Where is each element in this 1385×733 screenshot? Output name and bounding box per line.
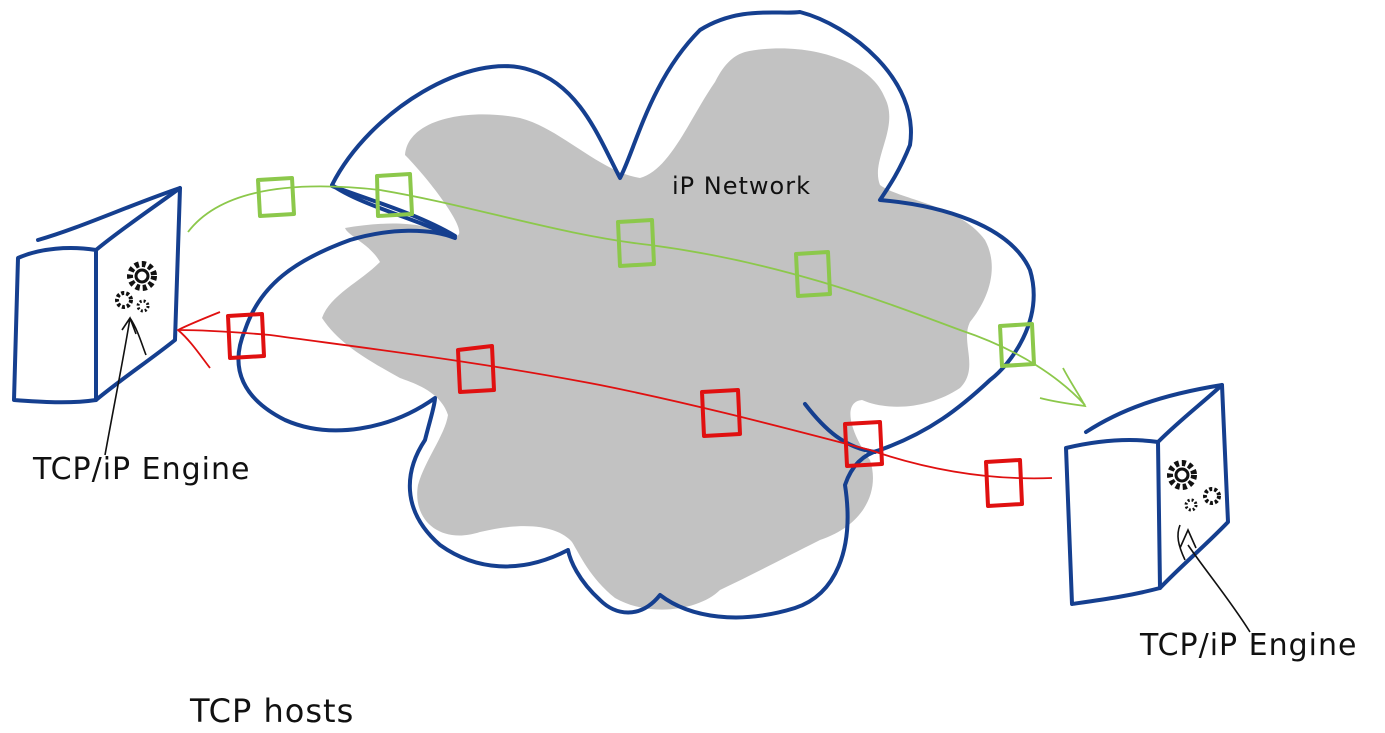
host-left-icon	[12, 186, 182, 405]
return-path-arrowhead	[176, 311, 221, 369]
gears-icon	[1167, 460, 1221, 512]
network-label: iP Network	[672, 172, 811, 200]
left-engine-label: TCP/iP Engine	[33, 452, 251, 487]
hosts-label: TCP hosts	[190, 692, 355, 730]
packet-icon	[226, 312, 1024, 508]
return-path-line	[177, 329, 1053, 480]
right-engine-label: TCP/iP Engine	[1140, 628, 1358, 663]
forward-path-line	[187, 185, 1086, 406]
cloud-notch-upper	[330, 184, 457, 238]
cloud-notch-lower	[803, 402, 877, 454]
gears-icon	[115, 261, 157, 313]
network-cloud-outline	[236, 10, 1036, 620]
left-engine-pointer	[104, 316, 147, 456]
forward-path-arrowhead	[1039, 367, 1087, 408]
network-cloud-fill	[322, 48, 992, 610]
right-engine-pointer	[1177, 524, 1251, 633]
packet-icon	[256, 172, 1036, 368]
host-right-icon	[1064, 383, 1230, 606]
